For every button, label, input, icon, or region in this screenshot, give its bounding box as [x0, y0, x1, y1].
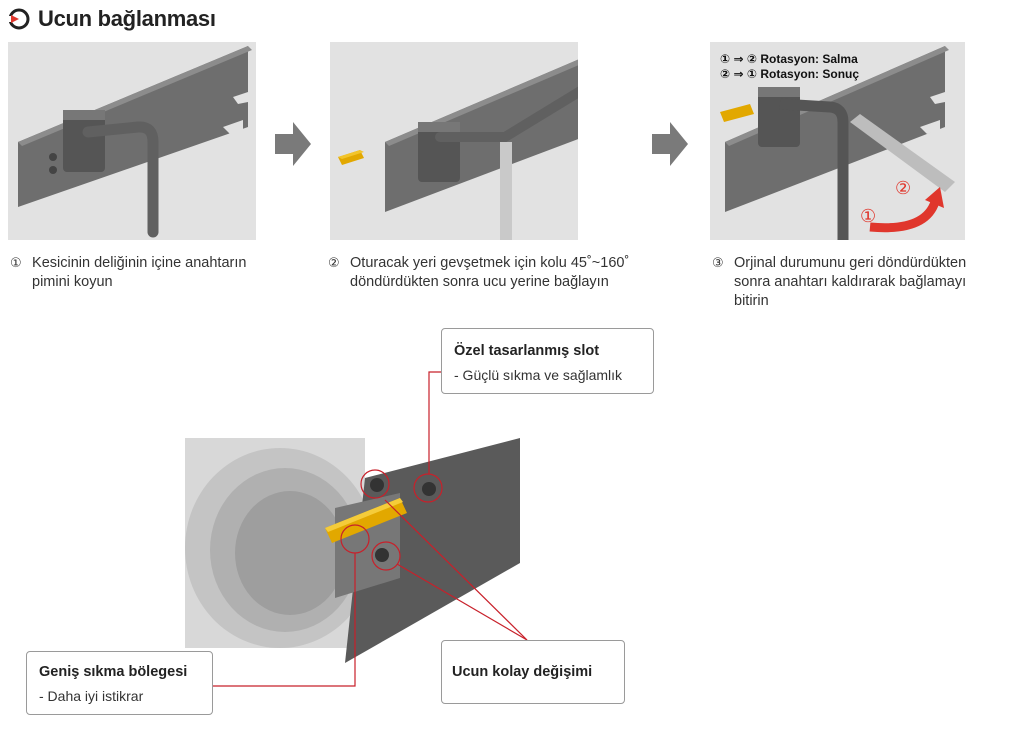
step-number: ①	[10, 255, 22, 270]
rotation-line-2: ② ⇒ ① Rotasyon: Sonuç	[720, 67, 860, 81]
caption-line: Kesicinin deliğinin içine anahtarın	[32, 255, 247, 271]
callout-title: Ucun kolay değişimi	[452, 664, 593, 680]
callout-subtitle: - Daha iyi istikrar	[39, 688, 144, 704]
arrow-right-icon	[275, 122, 311, 166]
callout-subtitle: - Güçlü sıkma ve sağlamlık	[454, 367, 623, 383]
arrow-right-icon	[652, 122, 688, 166]
caption-line: Oturacak yeri gevşetmek için kolu 45˚~16…	[350, 255, 630, 271]
callout-special-slot: Özel tasarlanmış slot - Güçlü sıkma ve s…	[441, 328, 654, 394]
rotation-mark-1: ①	[860, 206, 876, 226]
callout-easy-change: Ucun kolay değişimi	[441, 640, 625, 704]
rotation-mark-2: ②	[895, 178, 911, 198]
caption-line: sonra anahtarı kaldırarak bağlamayı	[734, 274, 967, 290]
caption-line: pimini koyun	[32, 274, 113, 290]
caption-line: Orjinal durumunu geri döndürdükten	[734, 255, 967, 271]
step-1-caption: ① Kesicinin deliğinin içine anahtarın pi…	[10, 253, 246, 292]
step-number: ③	[712, 255, 724, 270]
rotation-line-1: ① ⇒ ② Rotasyon: Salma	[720, 52, 858, 66]
circle-arrow-icon	[8, 8, 30, 30]
caption-line: bitirin	[734, 293, 769, 309]
step-number: ②	[328, 255, 340, 270]
callout-title: Özel tasarlanmış slot	[454, 343, 600, 359]
title-text: Ucun bağlanması	[38, 6, 216, 31]
step-1-image	[8, 42, 256, 240]
page-title: Ucun bağlanması	[8, 6, 216, 32]
step-2-image	[330, 42, 578, 240]
step-3-caption: ③ Orjinal durumunu geri döndürdükten son…	[712, 253, 966, 311]
tool-detail-illustration	[185, 438, 520, 670]
step-3-image: ① ②	[710, 42, 965, 240]
caption-line: döndürdükten sonra ucu yerine bağlayın	[350, 274, 609, 290]
step-2-caption: ② Oturacak yeri gevşetmek için kolu 45˚~…	[328, 253, 629, 292]
rotation-legend: ① ⇒ ② Rotasyon: Salma ② ⇒ ① Rotasyon: So…	[720, 52, 859, 82]
callout-clamp-area: Geniş sıkma bölegesi - Daha iyi istikrar	[26, 651, 213, 715]
callout-title: Geniş sıkma bölegesi	[39, 664, 188, 680]
